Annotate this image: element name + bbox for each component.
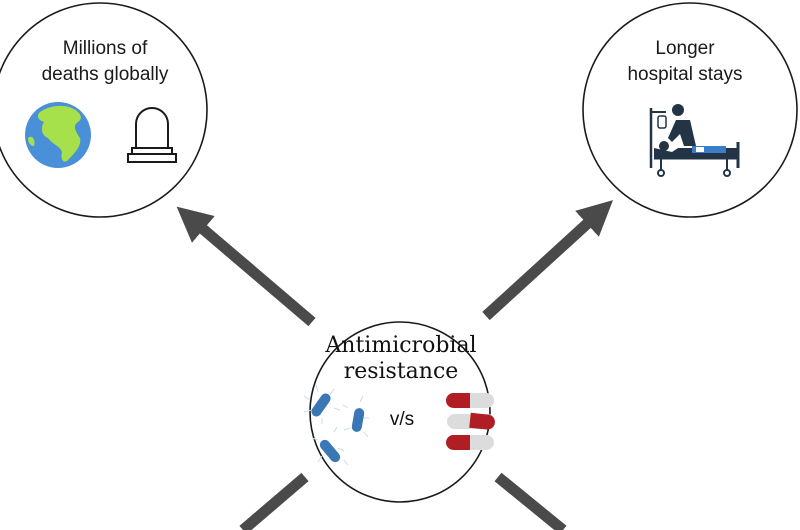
node-hospital-line2: hospital stays	[627, 64, 742, 85]
arrow-to-deaths	[176, 206, 316, 327]
node-deaths: Millions of deaths globally	[0, 2, 208, 218]
node-hospital-line1: Longer	[655, 38, 715, 59]
node-deaths-line1: Millions of	[63, 38, 148, 59]
tombstone-icon	[127, 107, 177, 163]
pills-icon	[446, 393, 495, 450]
arrow-down-left	[239, 472, 309, 530]
node-amr: Antimicrobial resistance v/s	[303, 321, 495, 503]
arrow-to-hospital	[482, 200, 614, 321]
node-hospital: Longer hospital stays	[582, 2, 798, 218]
bacteria-icon	[303, 384, 369, 466]
hospital-bed-icon	[649, 104, 740, 177]
center-title-line1: Antimicrobial	[324, 333, 476, 358]
node-deaths-line2: deaths globally	[42, 64, 169, 85]
arrow-down-right	[494, 472, 567, 530]
globe-icon	[25, 102, 91, 168]
versus-label: v/s	[390, 409, 414, 430]
center-title-line2: resistance	[344, 359, 459, 384]
